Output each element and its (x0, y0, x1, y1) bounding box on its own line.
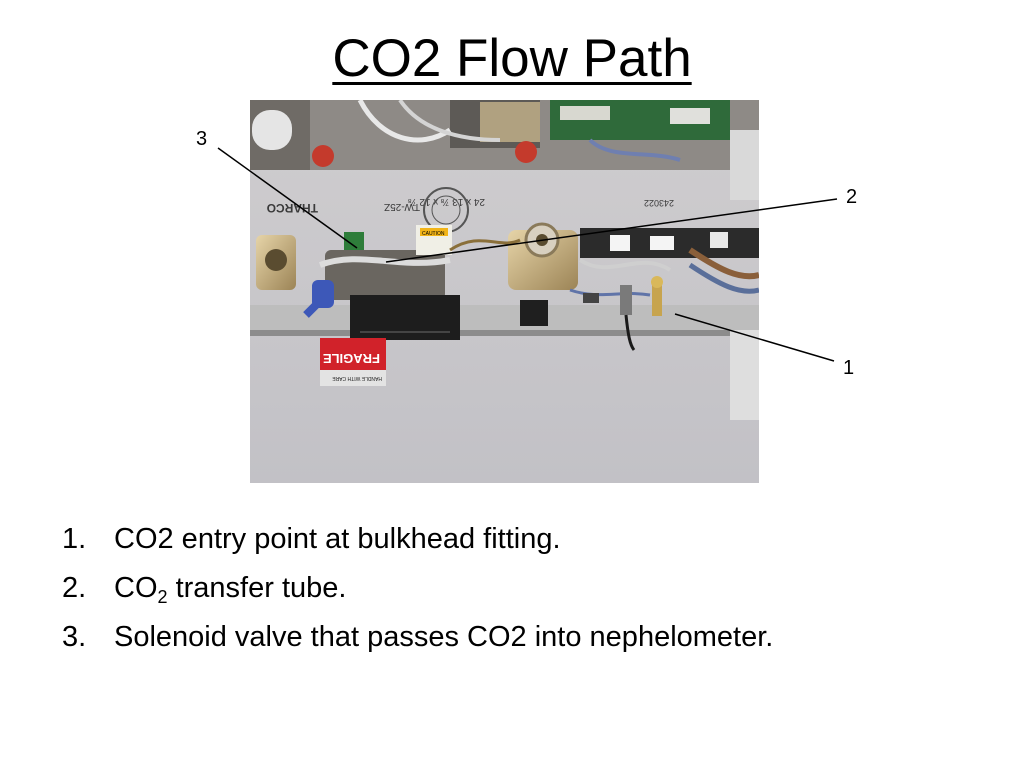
note-text-after: transfer tube. (167, 572, 347, 604)
note-subscript: 2 (157, 587, 168, 607)
red-indicator-right (515, 141, 537, 163)
numbered-notes: 1. CO2 entry point at bulkhead fitting. … (62, 515, 1002, 662)
note-item: 3. Solenoid valve that passes CO2 into n… (62, 613, 1002, 662)
callout-number-3: 3 (196, 128, 208, 150)
note-text: Solenoid valve that passes CO2 into neph… (114, 621, 774, 653)
box-brand-print: THARCO (267, 201, 318, 215)
cooling-fan (350, 295, 460, 340)
box-size-print: 24 x 13 ⅞ x 12 ⅞ (408, 196, 485, 207)
instrument-photo: THARCO TW-25Z 24 x 13 ⅞ x 12 ⅞ 243022 CA… (250, 100, 759, 483)
caution-label: CAUTION (422, 231, 445, 237)
callout-number-1: 1 (843, 357, 855, 379)
red-indicator-left (312, 145, 334, 167)
note-index: 1. (62, 523, 87, 555)
bulkhead-fitting (652, 280, 662, 316)
note-item: 1. CO2 entry point at bulkhead fitting. (62, 515, 1002, 564)
note-text: CO2 entry point at bulkhead fitting. (114, 523, 561, 555)
box-number-print: 243022 (644, 198, 674, 208)
blue-connector (312, 280, 334, 308)
fragile-text: FRAGILE (323, 351, 380, 366)
handle-text: HANDLE WITH CARE (332, 375, 382, 381)
callout-number-2: 2 (846, 186, 858, 208)
note-index: 2. (62, 572, 87, 604)
note-text-before: CO (114, 572, 158, 604)
slide-title: CO2 Flow Path (332, 29, 692, 88)
note-item: 2. CO2 transfer tube. (62, 564, 1002, 613)
note-index: 3. (62, 621, 87, 653)
